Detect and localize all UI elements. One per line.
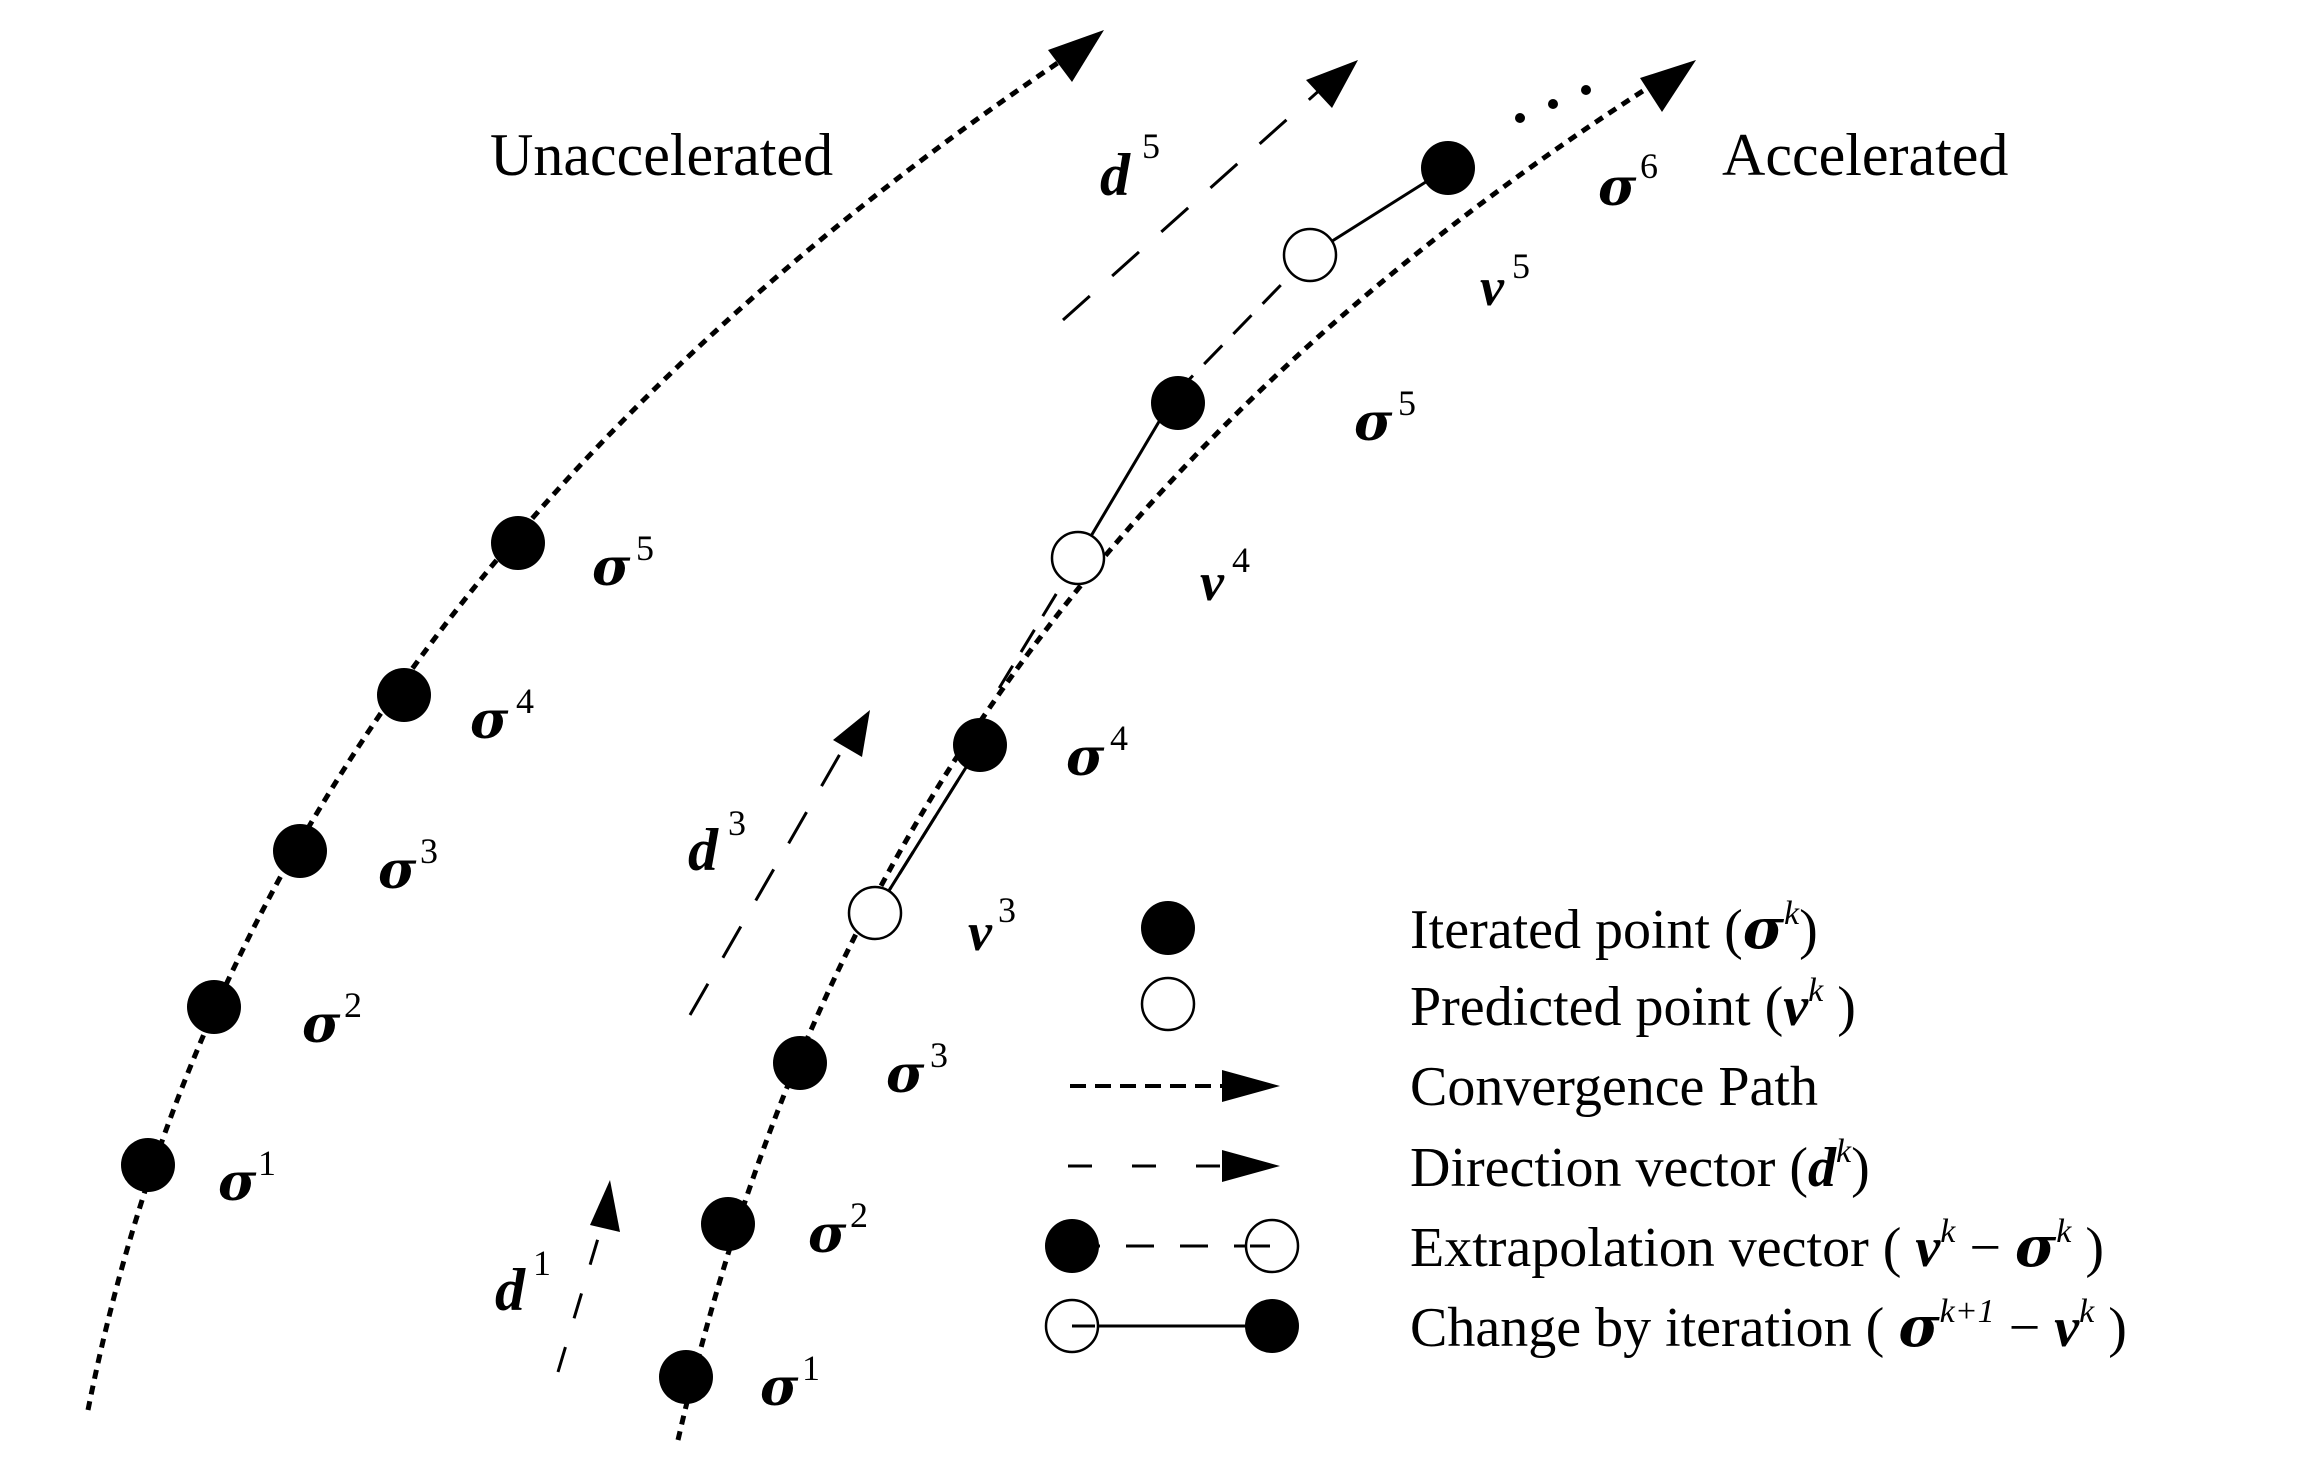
svg-text:1: 1 — [533, 1243, 551, 1283]
svg-text:5: 5 — [636, 528, 654, 568]
svg-text:6: 6 — [1640, 146, 1658, 186]
svg-text:3: 3 — [998, 890, 1016, 930]
svg-text:σ: σ — [1354, 392, 1393, 453]
label-v-5: v 5 — [1480, 246, 1530, 317]
svg-text:Change by iteration ( σk+1 −: Change by iteration ( σk+1 − vk ) — [1410, 1293, 2127, 1360]
legend-iterated-label: Iterated point (σk) — [1410, 895, 1818, 962]
label-accelerated-sigma-3: σ 3 — [886, 1035, 948, 1105]
accelerated-point-6 — [1421, 141, 1475, 195]
svg-text:σ: σ — [760, 1357, 799, 1418]
legend-extrapolation-label: Extrapolation vector ( vk − σk ) — [1410, 1213, 2104, 1280]
legend-change-label: Change by iteration ( σk+1 − vk ) — [1410, 1293, 2127, 1360]
svg-text:Iterated point (σk): Iterated point (σk) — [1410, 895, 1818, 962]
direction-vector-1-arrowhead — [590, 1180, 620, 1232]
legend-predicted-label: Predicted point (vk ) — [1410, 972, 1856, 1038]
svg-text:d: d — [495, 1257, 526, 1323]
predicted-point-5 — [1282, 227, 1338, 283]
unaccelerated-point-4 — [377, 668, 431, 722]
iteration-change-3-4 — [873, 744, 982, 914]
svg-text:3: 3 — [930, 1035, 948, 1075]
legend-path-label: Convergence Path — [1410, 1056, 1818, 1118]
legend-predicted-marker — [1140, 976, 1196, 1032]
label-unaccelerated-sigma-4: σ 4 — [470, 681, 534, 751]
svg-text:σ: σ — [470, 690, 509, 751]
label-unaccelerated-sigma-5: σ 5 — [592, 528, 654, 598]
svg-text:v: v — [1480, 257, 1505, 317]
legend-iterated-marker — [1141, 901, 1195, 955]
legend-extrapolation-start-marker — [1045, 1219, 1099, 1273]
svg-text:σ: σ — [1598, 157, 1637, 218]
unaccelerated-point-1 — [121, 1138, 175, 1192]
svg-text:σ: σ — [218, 1152, 257, 1213]
predicted-point-3 — [847, 885, 903, 941]
svg-text:d: d — [688, 817, 719, 883]
predicted-point-4 — [1050, 530, 1106, 586]
svg-text:4: 4 — [1232, 540, 1250, 580]
label-d-1: d 1 — [495, 1243, 551, 1323]
svg-text:v: v — [968, 902, 993, 962]
unaccelerated-point-2 — [187, 980, 241, 1034]
label-unaccelerated-sigma-2: σ 2 — [302, 985, 362, 1055]
svg-text:2: 2 — [850, 1195, 868, 1235]
svg-text:4: 4 — [516, 681, 534, 721]
svg-text:d: d — [1100, 142, 1131, 208]
svg-text:4: 4 — [1110, 718, 1128, 758]
legend-extrapolation-end-marker — [1244, 1218, 1300, 1274]
label-accelerated-sigma-1: σ 1 — [760, 1348, 820, 1418]
extrapolation-vector-5 — [1174, 253, 1312, 395]
label-accelerated-sigma-2: σ 2 — [808, 1195, 868, 1265]
legend-change-end-marker — [1245, 1299, 1299, 1353]
svg-text:σ: σ — [302, 994, 341, 1055]
continuation-ellipsis — [1515, 85, 1591, 123]
label-v-4: v 4 — [1200, 540, 1250, 612]
accelerated-point-2 — [701, 1197, 755, 1251]
unaccelerated-point-5 — [491, 516, 545, 570]
direction-vector-1 — [556, 1214, 607, 1373]
unaccelerated-point-3 — [273, 824, 327, 878]
accelerated-point-4 — [953, 718, 1007, 772]
direction-vector-5 — [1061, 86, 1324, 322]
direction-vector-3 — [688, 739, 850, 1016]
svg-text:σ: σ — [886, 1044, 925, 1105]
svg-text:3: 3 — [728, 803, 746, 843]
label-d-3: d 3 — [688, 803, 746, 883]
svg-text:5: 5 — [1398, 383, 1416, 423]
svg-text:v: v — [1200, 552, 1225, 612]
legend: Iterated point (σk) Predicted point (vk … — [1044, 895, 2127, 1360]
title-accelerated: Accelerated — [1722, 122, 2008, 188]
accelerated-path-arrowhead — [1640, 60, 1696, 112]
svg-text:σ: σ — [378, 840, 417, 901]
svg-text:σ: σ — [1066, 727, 1105, 788]
label-unaccelerated-sigma-1: σ 1 — [218, 1143, 276, 1213]
svg-text:σ: σ — [592, 537, 631, 598]
label-accelerated-sigma-4: σ 4 — [1066, 718, 1128, 788]
title-unaccelerated: Unaccelerated — [490, 122, 833, 188]
label-unaccelerated-sigma-3: σ 3 — [378, 831, 438, 901]
svg-text:5: 5 — [1142, 126, 1160, 166]
label-accelerated-sigma-6: σ 6 — [1598, 146, 1658, 218]
label-accelerated-sigma-5: σ 5 — [1354, 383, 1416, 453]
label-d-5: d 5 — [1100, 126, 1160, 208]
svg-text:Extrapolation vector ( vk −: Extrapolation vector ( vk − σk ) — [1410, 1213, 2104, 1280]
direction-vector-3-arrowhead — [833, 710, 870, 757]
label-v-3: v 3 — [968, 890, 1016, 962]
svg-text:1: 1 — [802, 1348, 820, 1388]
svg-text:σ: σ — [808, 1204, 847, 1265]
unaccelerated-path-arrowhead — [1048, 30, 1104, 82]
legend-direction-label: Direction vector (dk) — [1410, 1133, 1870, 1199]
svg-text:2: 2 — [344, 985, 362, 1025]
svg-text:Direction vector (dk): Direction vector (dk) — [1410, 1133, 1870, 1199]
accelerated-point-1 — [659, 1350, 713, 1404]
direction-vector-5-arrowhead — [1306, 60, 1358, 108]
accelerated-point-5 — [1151, 376, 1205, 430]
legend-path-arrowhead — [1222, 1070, 1280, 1102]
svg-text:Predicted point (vk ): Predicted point (vk ) — [1410, 972, 1856, 1038]
legend-direction-arrowhead — [1222, 1150, 1280, 1182]
svg-text:1: 1 — [258, 1143, 276, 1183]
svg-text:5: 5 — [1512, 246, 1530, 286]
unaccelerated-convergence-path — [85, 45, 1082, 1411]
accelerated-point-3 — [773, 1036, 827, 1090]
svg-text:3: 3 — [420, 831, 438, 871]
